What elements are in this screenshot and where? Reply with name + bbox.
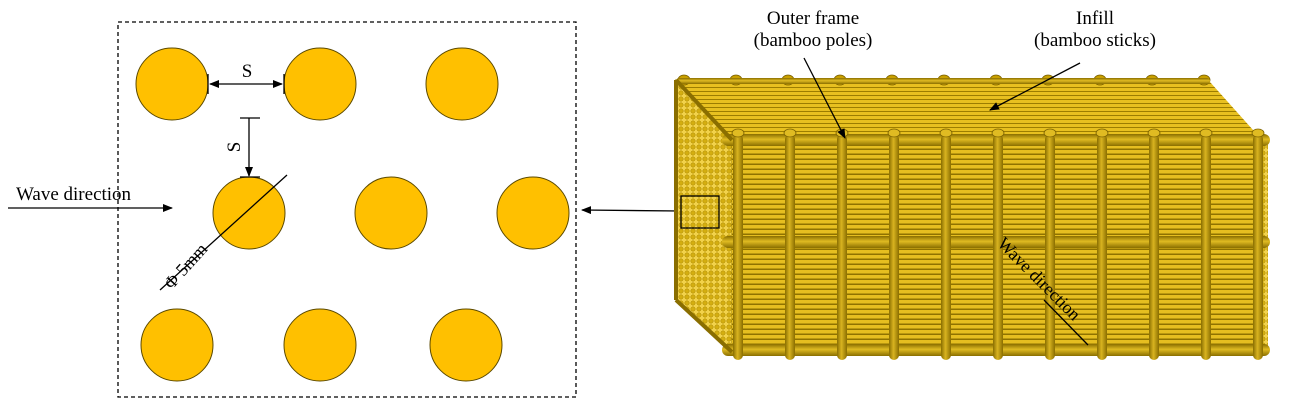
- pole-top-end: [1095, 128, 1109, 138]
- diameter-line: [159, 174, 288, 291]
- spacing-label-vertical: S: [224, 142, 245, 153]
- wave-direction-label-left: Wave direction: [16, 184, 132, 205]
- front-vertical-pole: [1253, 134, 1263, 360]
- pole-top-end: [731, 128, 745, 138]
- detail-pointer-arrow: [581, 206, 681, 215]
- front-vertical-pole: [733, 134, 743, 360]
- rod-cross-section: [429, 308, 503, 382]
- outer-frame-label-line2: (bamboo poles): [753, 30, 873, 51]
- outer-frame-label: Outer frame (bamboo poles): [728, 8, 898, 52]
- outer-frame-label-line1: Outer frame: [766, 8, 860, 29]
- pole-top-end: [1043, 128, 1057, 138]
- front-vertical-pole: [941, 134, 951, 360]
- wave-direction-arrow-right: [1043, 299, 1089, 346]
- detail-marker-square: [680, 195, 720, 229]
- rod-cross-section: [283, 47, 357, 121]
- rod-cross-section: [140, 308, 214, 382]
- front-vertical-pole: [1149, 134, 1159, 360]
- front-vertical-pole: [993, 134, 1003, 360]
- rod-cross-section: [283, 308, 357, 382]
- edge-pole: [674, 298, 734, 354]
- pole-top-end: [887, 128, 901, 138]
- pole-top-end: [783, 128, 797, 138]
- top-face-infill: [680, 82, 1262, 140]
- rod-cross-section: [212, 176, 286, 250]
- detail-box: [117, 21, 577, 398]
- spacing-label-horizontal: S: [242, 61, 253, 82]
- spacing-dimension-vertical: [240, 117, 260, 178]
- pole-top-end: [991, 128, 1005, 138]
- pole-top-end: [1199, 128, 1213, 138]
- infill-arrow: [989, 62, 1081, 111]
- front-vertical-pole: [1045, 134, 1055, 360]
- front-vertical-pole: [785, 134, 795, 360]
- front-vertical-pole: [1201, 134, 1211, 360]
- front-vertical-pole: [837, 134, 847, 360]
- front-vertical-pole: [889, 134, 899, 360]
- rod-cross-section: [496, 176, 570, 250]
- pole-top-end: [1147, 128, 1161, 138]
- rod-cross-section: [354, 176, 428, 250]
- edge-pole: [674, 78, 734, 142]
- pole-top-end: [939, 128, 953, 138]
- outer-frame-arrow: [803, 57, 846, 139]
- back-top-rail: [676, 78, 1210, 84]
- rod-array: [135, 47, 570, 382]
- infill-label: Infill (bamboo sticks): [1010, 8, 1180, 52]
- rod-cross-section: [425, 47, 499, 121]
- bamboo-breakwater-model: [674, 74, 1270, 360]
- spacing-dimension-horizontal: [207, 74, 285, 94]
- pole-top-end: [1251, 128, 1265, 138]
- diameter-label: Φ 5mm: [160, 239, 211, 293]
- front-vertical-pole: [1097, 134, 1107, 360]
- infill-label-line1: Infill: [1076, 8, 1114, 29]
- infill-label-line2: (bamboo sticks): [1034, 30, 1156, 51]
- rod-cross-section: [135, 47, 209, 121]
